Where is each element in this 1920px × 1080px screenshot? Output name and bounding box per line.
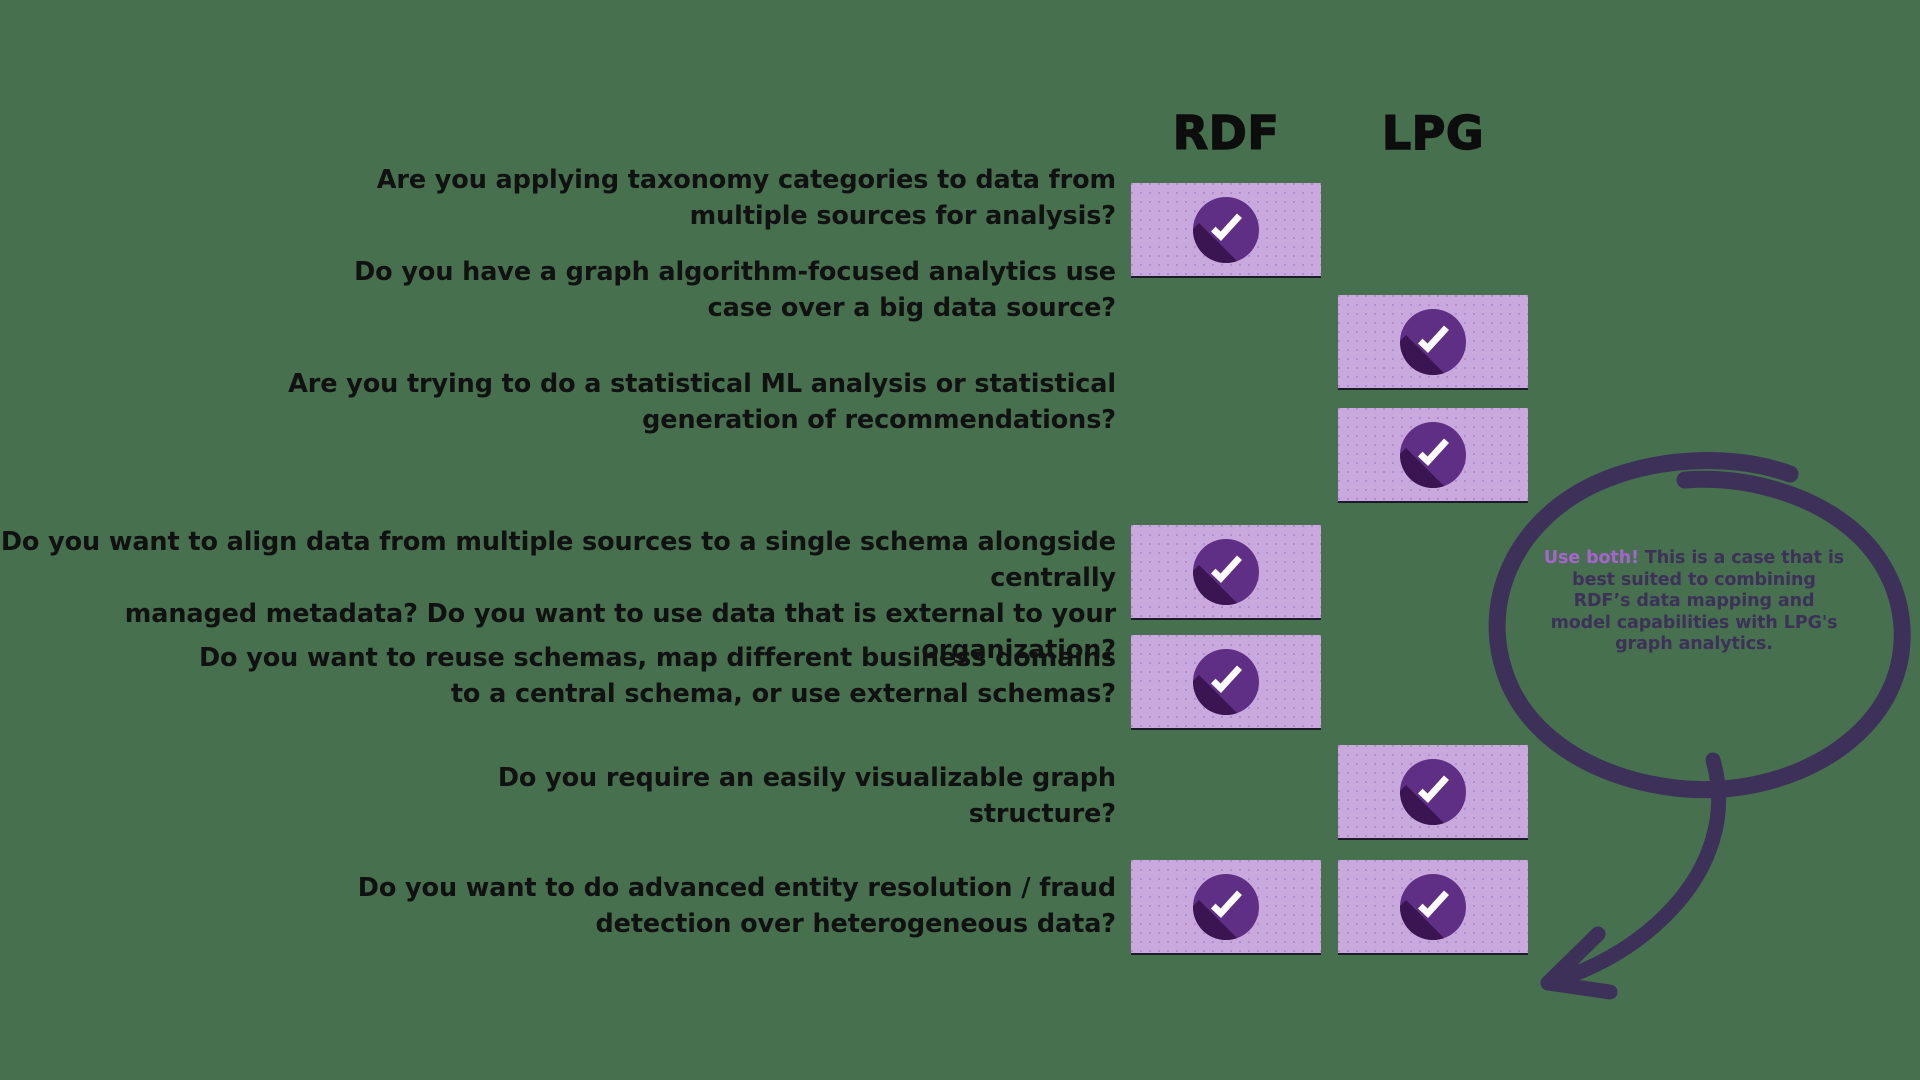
answer-cell-lpg-2[interactable]	[1338, 295, 1528, 390]
check-circle-icon	[1193, 196, 1259, 263]
check-circle-icon	[1193, 538, 1259, 605]
table-row: Do you have a graph algorithm-focused an…	[0, 254, 1116, 326]
table-row: Do you require an easily visualizable gr…	[0, 760, 1116, 832]
answer-cell-rdf-7[interactable]	[1131, 860, 1321, 955]
hand-drawn-arrow-tail-icon	[1550, 752, 1726, 988]
answer-cell-rdf-4[interactable]	[1131, 525, 1321, 620]
check-circle-icon	[1400, 308, 1466, 375]
question-text-2: Do you have a graph algorithm-focused an…	[354, 257, 1116, 323]
hand-drawn-arrow-head-icon	[1540, 926, 1618, 1000]
check-circle-icon	[1193, 873, 1259, 940]
table-row: Do you want to reuse schemas, map differ…	[0, 640, 1116, 712]
answer-cell-rdf-1[interactable]	[1131, 183, 1321, 278]
column-header-lpg: LPG	[1381, 106, 1485, 160]
question-text-6: Do you require an easily visualizable gr…	[497, 763, 1116, 829]
table-row: Do you want to do advanced entity resolu…	[0, 870, 1116, 942]
check-circle-icon	[1400, 758, 1466, 825]
answer-cell-rdf-5[interactable]	[1131, 635, 1321, 730]
annotation-body: This is a case that is best suited to co…	[1550, 548, 1845, 654]
annotation-highlight: Use both!	[1543, 548, 1639, 568]
table-row: Are you applying taxonomy categories to …	[0, 162, 1116, 234]
annotation-callout	[1470, 440, 1920, 1000]
question-text-5: Do you want to reuse schemas, map differ…	[198, 643, 1116, 709]
question-text-1: Are you applying taxonomy categories to …	[376, 165, 1116, 231]
check-circle-icon	[1400, 873, 1466, 940]
annotation-text: Use both! This is a case that is best su…	[1543, 548, 1845, 656]
question-text-7: Do you want to do advanced entity resolu…	[357, 873, 1116, 939]
check-circle-icon	[1193, 648, 1259, 715]
answer-cell-lpg-7[interactable]	[1338, 860, 1528, 955]
table-row: Do you want to align data from multiple …	[0, 524, 1116, 668]
answer-cell-lpg-6[interactable]	[1338, 745, 1528, 840]
table-row: Are you trying to do a statistical ML an…	[0, 366, 1116, 438]
question-text-4: Do you want to align data from multiple …	[0, 527, 1116, 665]
column-header-rdf: RDF	[1172, 106, 1280, 160]
question-text-3: Are you trying to do a statistical ML an…	[288, 369, 1116, 435]
answer-cell-lpg-3[interactable]	[1338, 408, 1528, 503]
check-circle-icon	[1400, 421, 1466, 488]
